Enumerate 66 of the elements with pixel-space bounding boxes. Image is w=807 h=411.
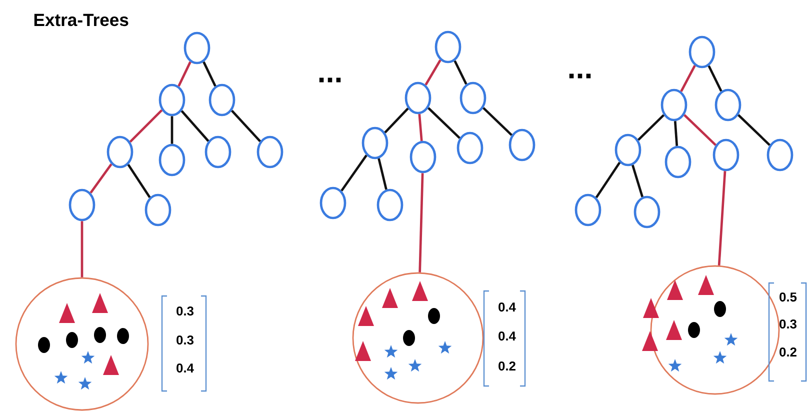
tree-node	[362, 126, 388, 160]
tree-node	[158, 144, 186, 176]
tree-branch	[180, 110, 210, 142]
tree-branch	[418, 173, 424, 272]
ellipsis: ...	[569, 74, 591, 78]
tree-node	[460, 82, 486, 114]
tree-branch	[595, 162, 621, 198]
title: Extra-Trees	[34, 14, 128, 26]
tree-node	[208, 84, 236, 116]
tree-node	[456, 132, 484, 164]
tree-node	[158, 84, 186, 116]
tree-node	[434, 30, 462, 64]
tree-node	[404, 82, 432, 114]
tree-node	[204, 136, 232, 168]
tree-branch	[637, 114, 665, 141]
tree-node	[634, 196, 660, 228]
tree-branch	[178, 61, 192, 87]
tree-node	[766, 138, 794, 172]
tree-node	[410, 140, 436, 174]
tree-branch	[418, 114, 423, 142]
tree-node	[688, 36, 716, 68]
probability-value: 0.4	[176, 363, 194, 373]
leaf-circle	[650, 265, 780, 395]
tree-branch	[680, 65, 696, 92]
ellipsis: ...	[319, 78, 341, 82]
tree-node	[144, 194, 172, 226]
tree-node	[664, 146, 692, 178]
tree-branch	[202, 61, 216, 87]
tree-node	[376, 188, 404, 222]
tree-branch	[738, 114, 770, 146]
tree-branch	[428, 107, 460, 139]
tree-branch	[384, 108, 409, 134]
tree-branch	[127, 164, 151, 198]
tree-node	[106, 136, 134, 168]
tree-branch	[424, 60, 442, 86]
tree-node	[614, 134, 642, 166]
tree-branch	[482, 107, 512, 136]
tree-branch	[90, 163, 112, 194]
tree-node	[256, 136, 284, 168]
tree-branch	[80, 221, 84, 278]
tree-branch	[378, 158, 388, 190]
probability-value: 0.3	[176, 306, 194, 316]
tree-branch	[340, 154, 368, 192]
leaf-circle	[15, 277, 149, 411]
tree-node	[660, 88, 688, 122]
probability-value: 0.2	[498, 361, 516, 371]
leaf-circle	[352, 272, 484, 404]
tree-node	[320, 186, 346, 220]
probability-value: 0.4	[498, 302, 516, 312]
tree-branch	[674, 121, 678, 146]
tree-node	[574, 194, 602, 226]
tree-branch	[231, 110, 261, 142]
tree-branch	[129, 109, 163, 143]
tree-branch	[170, 116, 174, 144]
tree-branch	[708, 65, 722, 92]
tree-node	[712, 138, 740, 172]
tree-branch	[684, 114, 716, 146]
tree-branch	[718, 171, 726, 266]
probability-value: 0.3	[176, 335, 194, 345]
probability-value: 0.4	[498, 331, 516, 341]
tree-branch	[632, 164, 644, 198]
tree-node	[508, 128, 536, 162]
tree-node	[68, 188, 96, 222]
tree-node	[714, 88, 742, 122]
tree-node	[184, 32, 210, 64]
tree-branch	[454, 60, 468, 85]
